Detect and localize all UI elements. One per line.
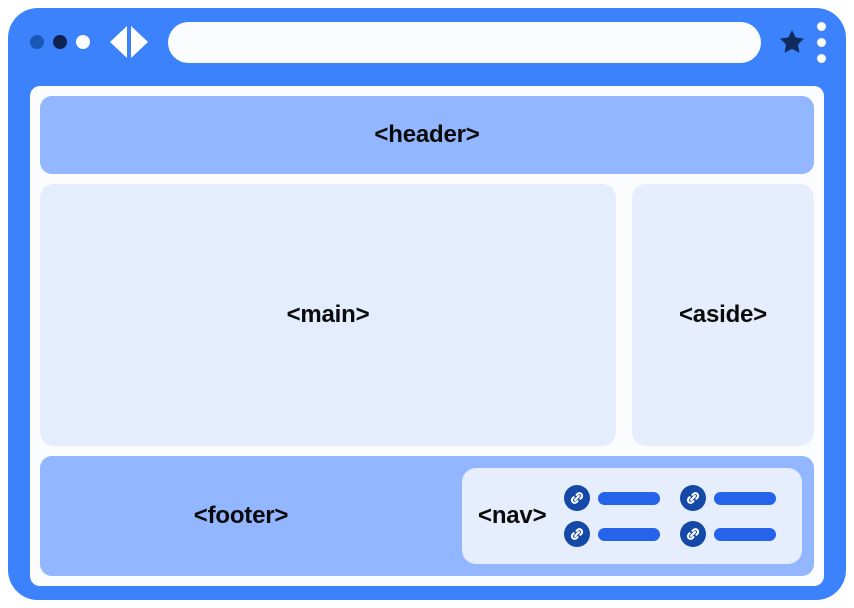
browser-navigation-controls [110,26,148,58]
content-row: <main> <aside> [40,184,814,446]
window-dot-1-icon[interactable] [30,35,44,49]
url-bar[interactable] [168,21,761,63]
nav-label: <nav> [478,502,547,529]
kebab-dot-3-icon [817,53,826,63]
window-dot-2-icon[interactable] [53,35,67,49]
footer-region: <footer> <nav> [40,456,814,576]
main-label: <main> [286,301,370,328]
nav-region: <nav> [462,468,802,564]
nav-link-list [556,485,788,547]
header-region: <header> [40,96,814,174]
link-chain-icon [564,485,591,511]
star-icon[interactable] [777,27,807,57]
forward-triangle-icon[interactable] [131,26,148,58]
page-viewport: <header> <main> <aside> <footer> <nav> [30,86,824,586]
kebab-menu-icon[interactable] [817,21,826,63]
window-dot-3-icon[interactable] [76,35,90,49]
nav-link-bar [598,491,661,505]
link-chain-icon [564,521,591,547]
aside-label: <aside> [678,301,767,328]
nav-link-item[interactable] [564,521,661,547]
footer-label: <footer> [193,502,289,529]
back-triangle-icon[interactable] [110,26,127,58]
aside-region: <aside> [632,184,814,446]
nav-link-bar [714,527,777,541]
browser-window: <header> <main> <aside> <footer> <nav> [8,8,846,600]
link-chain-icon [680,521,707,547]
main-region: <main> [40,184,616,446]
link-chain-icon [680,485,707,511]
kebab-dot-1-icon [817,21,826,31]
footer-label-wrap: <footer> [40,502,462,530]
nav-link-item[interactable] [564,485,661,511]
browser-chrome [8,8,846,76]
nav-link-item[interactable] [680,521,777,547]
kebab-dot-2-icon [817,37,826,47]
nav-link-bar [598,527,661,541]
nav-link-item[interactable] [680,485,777,511]
header-label: <header> [374,121,480,148]
window-controls [30,35,90,49]
nav-link-bar [714,491,777,505]
